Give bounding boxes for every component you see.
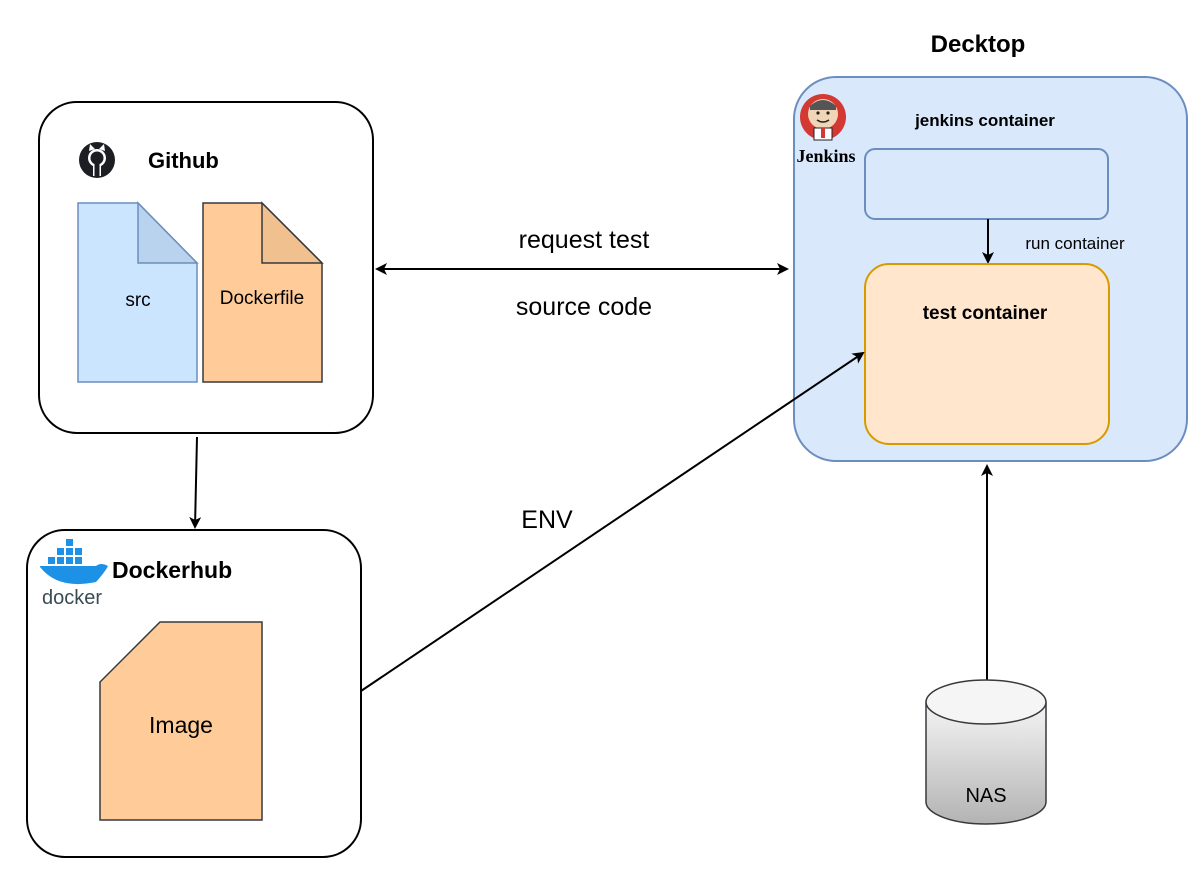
dockerfile-file-label: Dockerfile bbox=[220, 288, 304, 309]
nas-database[interactable] bbox=[925, 679, 1047, 825]
jenkins-logo-text: Jenkins bbox=[796, 146, 855, 166]
nas-label: NAS bbox=[965, 785, 1006, 807]
source-code-label: source code bbox=[516, 293, 652, 321]
jenkins-logo-icon bbox=[800, 94, 846, 141]
github-icon bbox=[79, 142, 115, 178]
desktop-title: Decktop bbox=[931, 31, 1026, 58]
database-icon bbox=[925, 702, 1047, 825]
image-card-label: Image bbox=[149, 712, 213, 738]
jenkins-container-box[interactable] bbox=[864, 148, 1109, 220]
test-container-box[interactable] bbox=[864, 263, 1110, 445]
dockerfile-file[interactable] bbox=[202, 201, 324, 383]
jenkins-container-label: jenkins container bbox=[914, 111, 1055, 130]
env-label: ENV bbox=[521, 506, 573, 534]
src-file-label: src bbox=[125, 290, 150, 311]
github-to-dockerhub-edge[interactable] bbox=[189, 436, 202, 529]
github-title: Github bbox=[148, 148, 219, 173]
docker-logo-icon bbox=[40, 539, 108, 585]
src-file[interactable] bbox=[77, 201, 199, 383]
request-test-label: request test bbox=[519, 226, 650, 254]
test-container-label: test container bbox=[923, 303, 1048, 324]
docker-logo-text: docker bbox=[42, 587, 102, 609]
image-card[interactable] bbox=[99, 621, 263, 821]
dockerhub-title: Dockerhub bbox=[112, 557, 232, 583]
run-container-label: run container bbox=[1025, 234, 1125, 253]
env-edge[interactable] bbox=[360, 351, 865, 692]
